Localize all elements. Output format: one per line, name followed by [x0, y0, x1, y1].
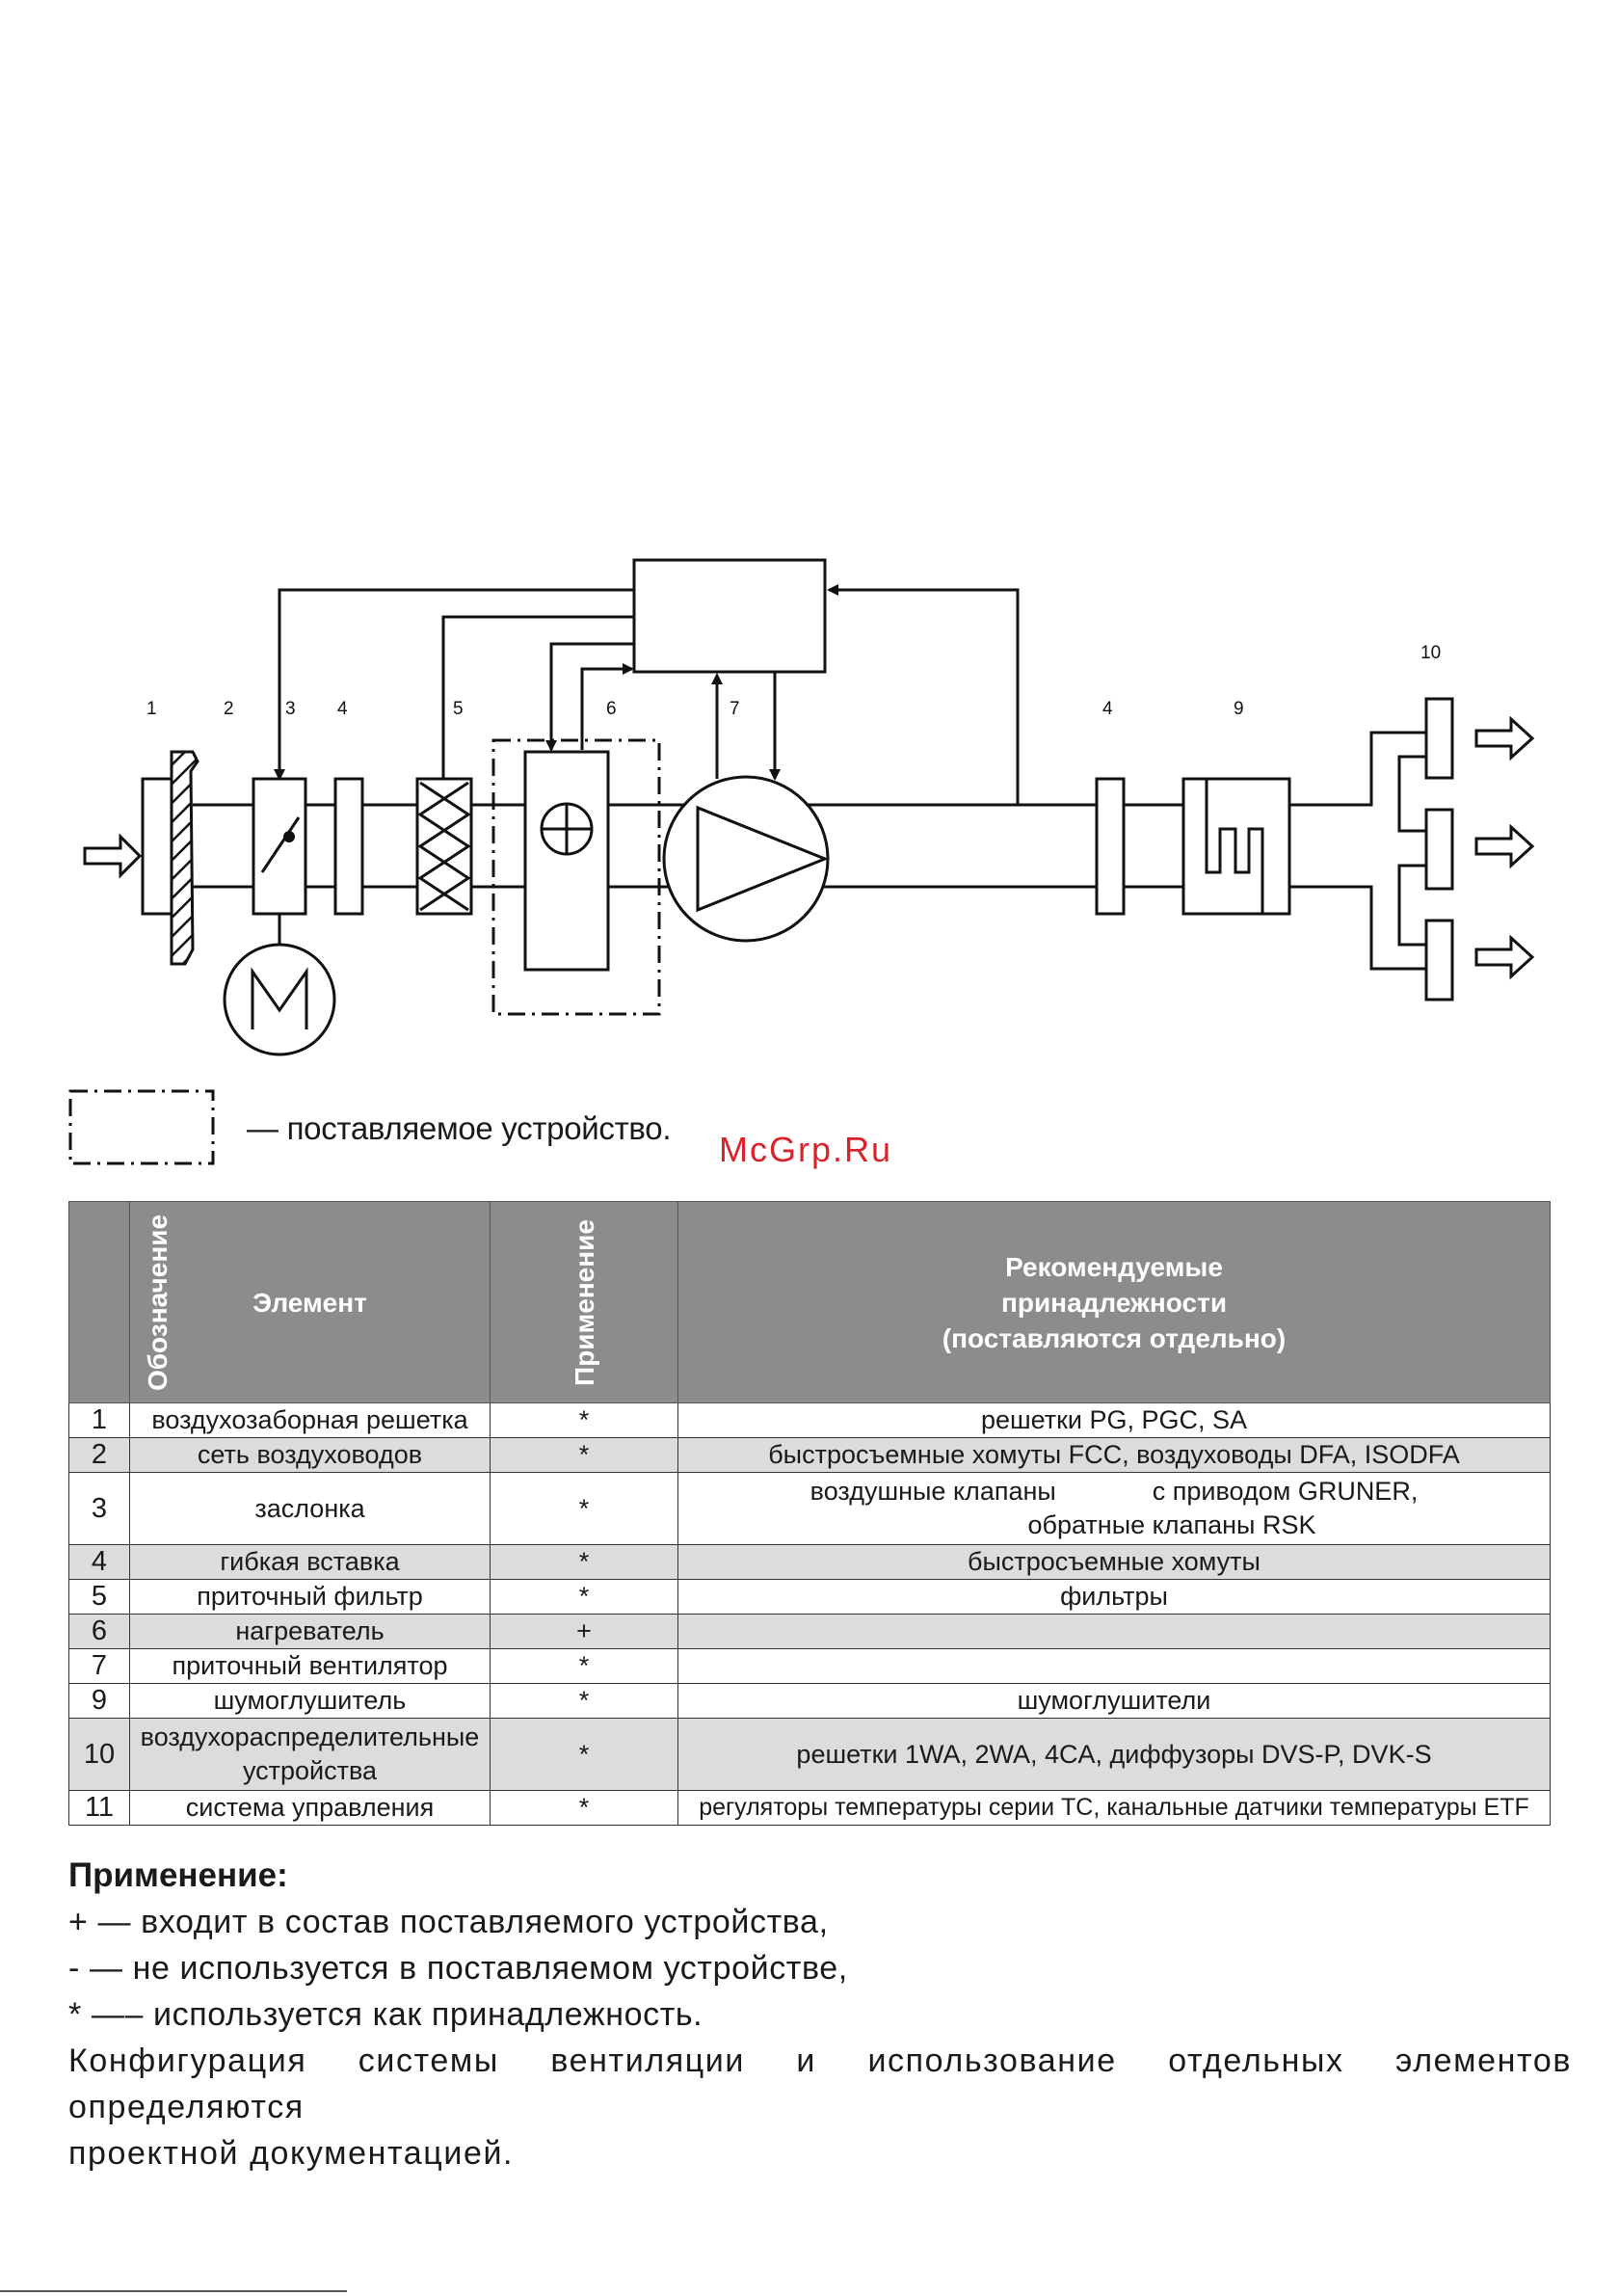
label-10: 10: [1420, 643, 1441, 663]
wall-hatch: [170, 750, 199, 966]
branch-link-top: [1397, 755, 1426, 833]
label-1: 1: [146, 699, 157, 719]
label-3: 3: [285, 699, 296, 719]
branch-link-bottom: [1397, 864, 1426, 947]
control-line-filter: [441, 615, 634, 779]
fan-circle: [662, 775, 830, 943]
header-element: Элемент: [129, 1201, 491, 1403]
diffuser-2: [1424, 808, 1454, 891]
flex-connector-2: [1095, 777, 1126, 916]
actuator-motor: [223, 943, 336, 1056]
diffuser-1: [1424, 697, 1454, 780]
note-minus: - — не используется в поставляемом устро…: [68, 1950, 848, 1987]
note-configuration: Конфигурация системы вентиляции и исполь…: [68, 2042, 1572, 2125]
header-designation: Обозначение: [68, 1201, 173, 1403]
control-line-damper: [274, 588, 634, 781]
label-5: 5: [453, 699, 464, 719]
watermark: McGrp.Ru: [719, 1130, 893, 1169]
header-accessories: Рекомендуемые принадлежности (поставляют…: [677, 1201, 1551, 1403]
silencer-baffle: [1205, 779, 1264, 914]
label-7: 7: [730, 699, 740, 719]
label-6: 6: [606, 699, 617, 719]
filter-zigzag: [417, 781, 471, 912]
usage-notes: Применение: + — входит в состав поставля…: [68, 1853, 1572, 2176]
fan-triangle: [696, 805, 830, 913]
table-header-row: Обозначение Элемент Применение Рекоменду…: [68, 1201, 1551, 1403]
damper-pivot: [283, 831, 295, 842]
header-usage: Применение: [490, 1201, 678, 1403]
components-table: Обозначение Элемент Применение Рекоменду…: [68, 1201, 1551, 1826]
branch-main: [1333, 731, 1426, 807]
control-line-heater-b: [580, 663, 634, 750]
footer-rule: [0, 2290, 347, 2292]
legend-text: — поставляемое устройство.: [247, 1110, 672, 1146]
damper-blade: [260, 816, 301, 873]
label-2: 2: [224, 699, 234, 719]
filter-box: [415, 777, 473, 916]
intake-grille: [141, 777, 173, 916]
notes-heading: Применение:: [68, 1856, 288, 1894]
note-plus: + — входит в состав поставляемого устрой…: [68, 1904, 829, 1940]
note-asterisk: * —– используется как принадлежность.: [68, 1996, 703, 2033]
control-system-box: [632, 558, 827, 674]
inlet-arrow: [83, 833, 143, 879]
diffuser-3: [1424, 919, 1454, 1001]
motor-symbol: [251, 967, 308, 1029]
label-4b: 4: [1102, 699, 1113, 719]
ventilation-scheme-diagram: 1 2 3 4 5 6 7 4 9 10 11: [68, 558, 1535, 1165]
outlet-arrow-1: [1474, 715, 1535, 761]
label-4a: 4: [337, 699, 348, 719]
label-9: 9: [1234, 699, 1244, 719]
branch-bottom: [1333, 885, 1426, 971]
flex-connector-1: [333, 777, 364, 916]
control-line-heater-a: [545, 642, 634, 752]
control-line-sensor: [827, 584, 1020, 805]
outlet-arrow-2: [1474, 823, 1535, 869]
note-configuration-end: проектной документацией.: [68, 2135, 515, 2172]
legend-dashed-frame: [68, 1089, 215, 1165]
duct-end-mask: [1370, 800, 1376, 892]
outlet-arrow-3: [1474, 934, 1535, 980]
heater-box: [523, 750, 610, 972]
supplied-device-frame: [491, 738, 661, 1016]
filter-zigzag-2: [417, 781, 471, 912]
